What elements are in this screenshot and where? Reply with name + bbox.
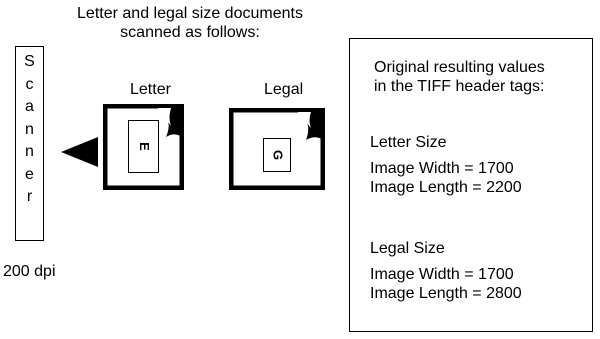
letter-document-page: E [103,104,184,190]
scanner-letter: e [25,165,34,183]
scanner-letter: r [26,188,33,205]
scanner-resolution-label: 200 dpi [3,263,56,280]
caption-line-2: scanned as follows: [120,24,260,41]
legal-size-title: Legal Size [370,240,445,257]
tiff-heading-line-2: in the TIFF header tags: [374,78,545,95]
feed-arrow-icon [61,137,98,167]
diagram-caption: Letter and legal size documents scanned … [40,4,340,42]
tiff-info-heading: Original resulting values in the TIFF he… [374,58,545,96]
scanner-letter: n [25,143,34,160]
letter-size-title: Letter Size [370,134,447,151]
scanner-letter: n [25,120,34,138]
legal-image-length: Image Length = 2800 [370,285,522,302]
scanner-letter: S [24,53,35,70]
legal-document-label: Legal [264,81,304,98]
scanner-label: S c a n n e r [16,51,43,209]
letter-image-width: Image Width = 1700 [370,160,514,177]
scanner-letter: a [25,98,34,115]
tiff-heading-line-1: Original resulting values [374,59,545,76]
legal-page-glyph: G [271,150,286,160]
legal-image-width: Image Width = 1700 [370,266,514,283]
scanner-letter: c [25,75,34,93]
legal-document-page: G [229,108,325,190]
legal-size-values: Legal Size Image Width = 1700 Image Leng… [370,239,522,303]
scanner-box: S c a n n e r [15,46,44,241]
letter-size-values: Letter Size Image Width = 1700 Image Len… [370,133,522,197]
letter-image-length: Image Length = 2200 [370,179,522,196]
letter-document-label: Letter [130,81,171,98]
caption-line-1: Letter and legal size documents [77,5,303,22]
tiff-header-info-box: Original resulting values in the TIFF he… [349,38,593,332]
letter-page-glyph: E [137,142,152,151]
